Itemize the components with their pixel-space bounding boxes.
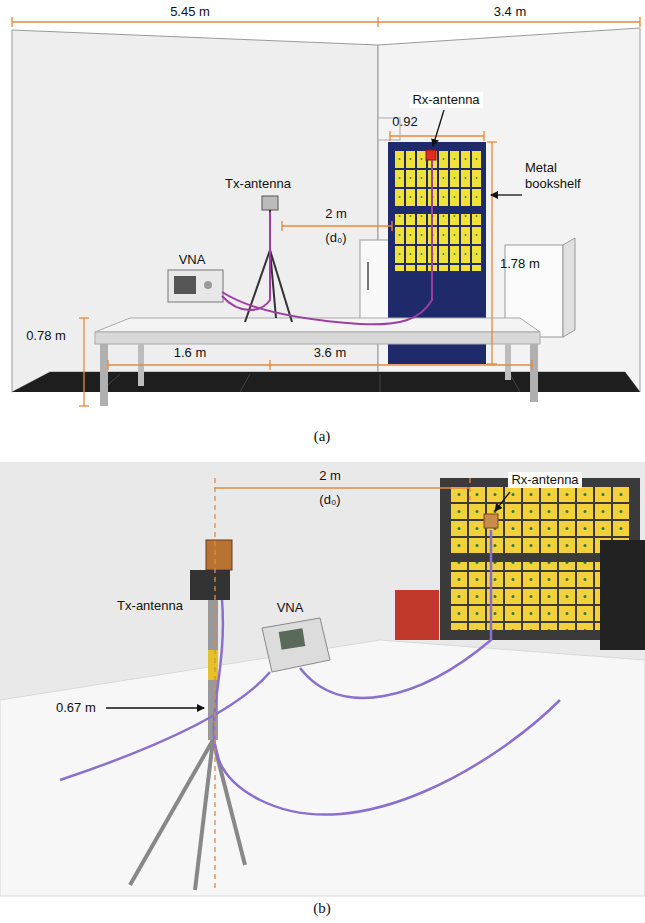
photo-part: [0, 462, 645, 896]
room-model-part: [240, 374, 250, 392]
part-label: Metal bookshelf: [525, 160, 601, 192]
photo-part: [0, 640, 645, 896]
dimension-lines: [12, 17, 640, 27]
cable-part: [300, 530, 491, 698]
photo-part: [395, 590, 439, 640]
dimension-label: 2 m: [319, 468, 341, 484]
leader-arrow-part: [433, 110, 444, 146]
room-model-part: [380, 374, 381, 392]
cable: [60, 530, 560, 815]
dimension-lines-part: [107, 360, 108, 370]
photo-part: [262, 618, 330, 672]
dimension-lines-part: [282, 225, 392, 226]
part-label: Tx-antenna: [225, 176, 291, 192]
dimension-lines-part: [377, 17, 378, 27]
room-model: [12, 28, 640, 392]
room-model-part: [510, 374, 520, 392]
table-part: [95, 332, 540, 344]
dimension-label: (d₀): [325, 230, 346, 246]
subfigure-caption: (b): [313, 900, 331, 916]
dimension-lines-part: [483, 131, 484, 141]
tx-tripod-part-part: [130, 740, 213, 885]
dimension-lines-part: [469, 478, 470, 500]
dimension-label: 1.78 m: [500, 256, 540, 272]
dimension-lines-part: [391, 221, 392, 231]
part-label: Tx-antenna: [117, 598, 183, 614]
dimension-lines-part: [487, 141, 497, 142]
dimension-lines: [79, 131, 532, 406]
leader-arrow-part: [495, 492, 510, 511]
dimension-lines-part: [281, 221, 282, 231]
dimension-lines-part: [215, 487, 470, 488]
metal-bookshelf-part: [394, 150, 482, 207]
dimension-label: 0.67 m: [56, 700, 96, 716]
tx-tripod-part: [190, 570, 230, 600]
dimension-lines-part: [390, 135, 484, 136]
dimension-label: 5.45 m: [170, 4, 210, 20]
subfigure-caption: (a): [314, 428, 331, 444]
part-label: Rx-antenna: [508, 472, 581, 488]
leader-arrow: [433, 110, 522, 195]
tx-tripod-part: [262, 196, 278, 210]
dimension-lines-part: [108, 364, 532, 365]
tx-tripod-part: [130, 740, 245, 890]
dimension-label: 0.92: [392, 114, 417, 130]
vna-device: [168, 270, 223, 302]
tx-tripod-part-part: [195, 740, 213, 890]
dimension-lines: [215, 478, 470, 892]
table: [95, 318, 540, 406]
dimension-lines-part: [639, 17, 640, 27]
dimension-lines-part: [83, 318, 84, 406]
dimension-label: 1.6 m: [174, 345, 207, 361]
cable-part: [222, 160, 432, 324]
table-part: [505, 344, 511, 380]
tx-tripod: [130, 540, 245, 890]
dimension-lines-part: [79, 405, 89, 406]
cabinet-part: [563, 238, 575, 337]
metal-bookshelf-part: [426, 150, 436, 160]
leader-arrow-part: [491, 194, 522, 195]
vna-device-part: [174, 276, 196, 294]
metal-bookshelf-part: [394, 214, 482, 271]
tx-tripod-part: [206, 540, 232, 570]
photo-part: [279, 628, 306, 650]
cable-part: [214, 600, 560, 815]
photo-part: [600, 540, 645, 650]
cable-part: [60, 672, 270, 780]
cable-part: [222, 212, 270, 310]
leader-arrow-part: [106, 707, 204, 708]
dimension-label: 3.6 m: [314, 345, 347, 361]
dimension-lines-part: [11, 17, 12, 27]
table-part: [100, 344, 108, 406]
cable: [222, 160, 432, 324]
photo-part: [484, 514, 498, 528]
vna-device-part: [204, 281, 212, 289]
leader-arrow: [106, 492, 510, 708]
dimension-label: 3.4 m: [494, 4, 527, 20]
cabinet-part: [367, 262, 369, 290]
dimension-label: 2 m: [325, 206, 347, 222]
dimension-lines-part: [491, 142, 492, 364]
dimension-lines-part: [389, 131, 390, 141]
part-label: Rx-antenna: [409, 92, 482, 108]
part-label: VNA: [179, 252, 206, 268]
dimension-label: 0.78 m: [26, 328, 66, 344]
dimension-lines-part: [269, 360, 270, 370]
tx-tripod-part: [208, 650, 218, 680]
dimension-lines-part: [79, 317, 89, 318]
photo: [0, 462, 645, 896]
dimension-lines-part: [12, 21, 378, 22]
part-label: VNA: [277, 600, 304, 616]
vna-device-part: [168, 270, 223, 302]
dimension-lines-part: [378, 21, 640, 22]
dimension-lines-part: [214, 478, 215, 892]
dimension-lines-part: [531, 360, 532, 370]
dimension-label: (d₀): [319, 492, 340, 508]
table-part: [530, 344, 538, 402]
